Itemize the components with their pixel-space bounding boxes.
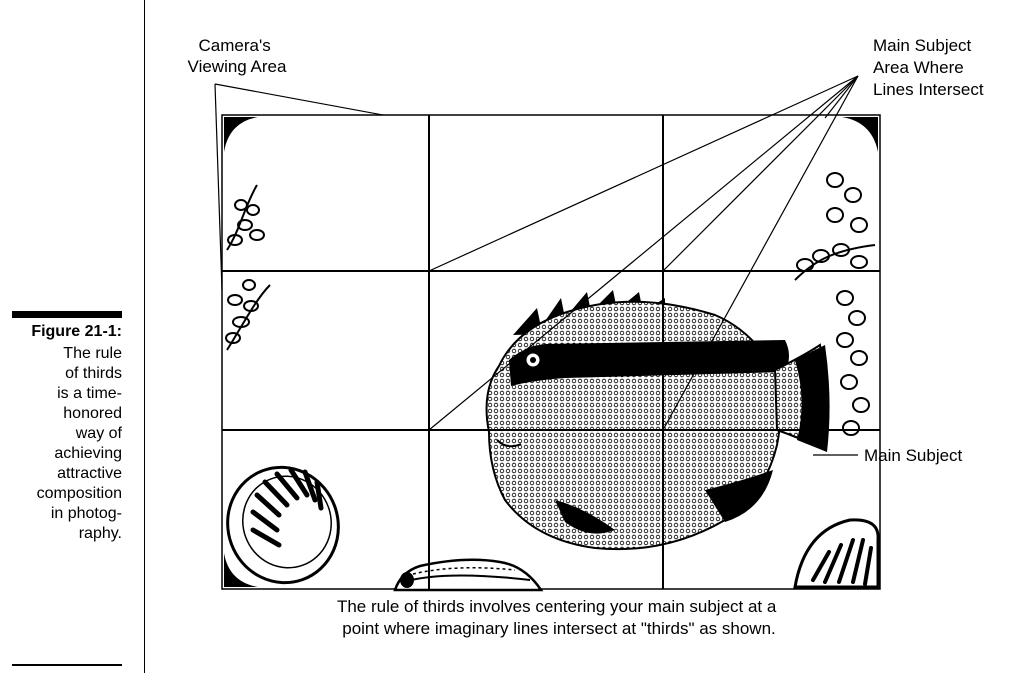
figure-caption-line: in photog- xyxy=(0,504,122,524)
figure-bar-top xyxy=(12,311,122,318)
figure-caption-line: way of xyxy=(0,424,122,444)
figure-caption-line: achieving xyxy=(0,444,122,464)
rule-of-thirds-diagram: Camera's Viewing Area Main Subject Area … xyxy=(145,0,1030,673)
figure-bar-bottom xyxy=(12,664,122,666)
figure-caption-line: raphy. xyxy=(0,524,122,544)
figure-caption-line: is a time- xyxy=(0,384,122,404)
figure-caption-line: honored xyxy=(0,404,122,424)
diagram-caption: The rule of thirds involves centering yo… xyxy=(337,597,781,638)
figure-caption-line: attractive xyxy=(0,464,122,484)
figure-caption-line: The rule xyxy=(0,344,122,364)
label-intersection-area: Main Subject Area Where Lines Intersect xyxy=(873,36,984,99)
label-viewing-area: Camera's Viewing Area xyxy=(188,36,287,76)
figure-caption: The ruleof thirdsis a time-honoredway of… xyxy=(0,344,122,544)
figure-caption-line: of thirds xyxy=(0,364,122,384)
label-main-subject: Main Subject xyxy=(864,446,963,465)
figure-caption-line: composition xyxy=(0,484,122,504)
figure-label: Figure 21-1: xyxy=(0,322,122,342)
